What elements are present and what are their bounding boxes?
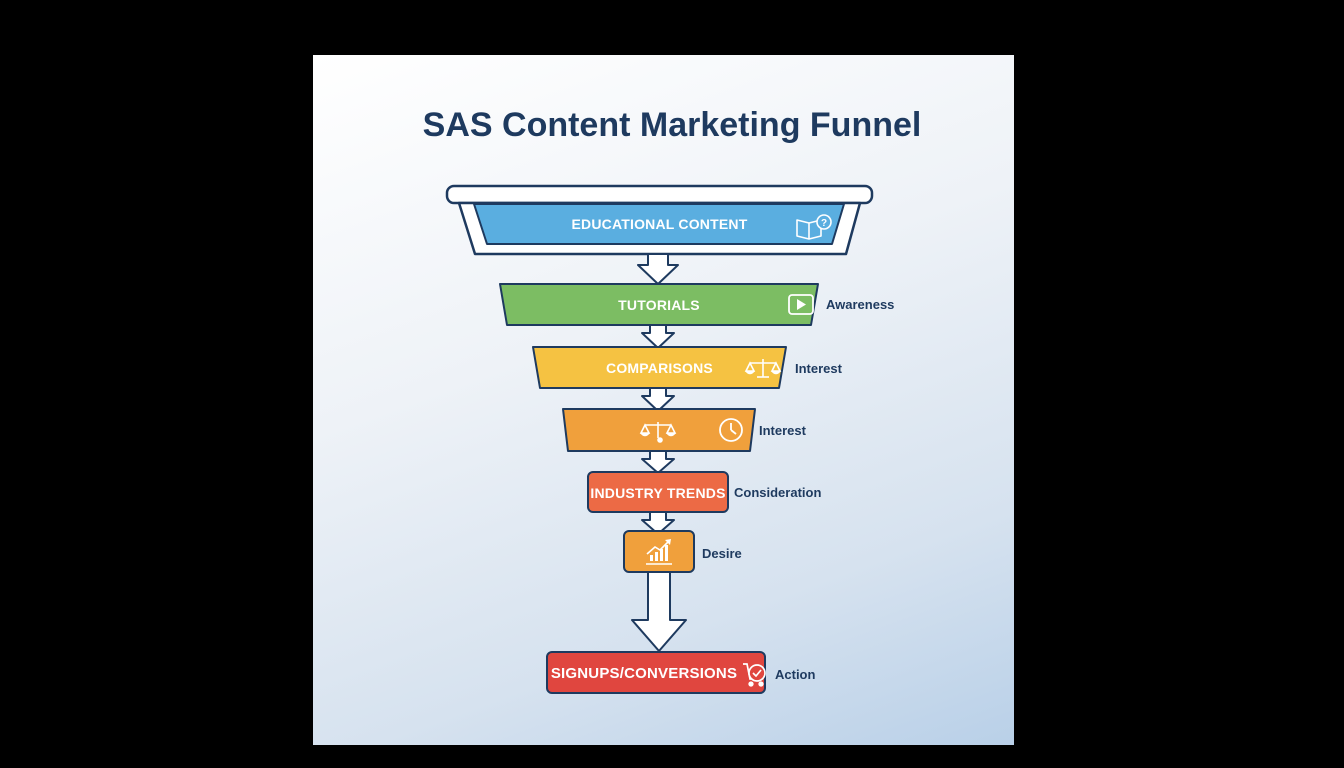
stage-signups-label: SIGNUPS/CONVERSIONS: [550, 665, 738, 682]
side-label-awareness: Awareness: [826, 297, 895, 312]
stage-tutorials-label: TUTORIALS: [618, 297, 700, 313]
video-play-icon: [788, 294, 814, 315]
arrow-down-icon: [637, 253, 679, 285]
clock-icon: [719, 418, 743, 442]
stage-comparisons-shape: [532, 346, 787, 389]
stage-tutorials-shape: [499, 283, 819, 326]
arrow-down-icon: [641, 450, 675, 474]
svg-text:?: ?: [821, 218, 827, 229]
side-label-interest: Interest: [795, 361, 842, 376]
cart-check-icon: [743, 663, 766, 687]
side-label-desire: Desire: [702, 546, 742, 561]
stage-educational-shape: [473, 203, 845, 245]
arrow-down-icon: [641, 324, 675, 349]
stage-educational-label: EDUCATIONAL CONTENT: [571, 216, 748, 232]
balance-scale-icon: [744, 359, 782, 378]
side-label-action: Action: [775, 667, 816, 682]
side-label-interest-2: Interest: [759, 423, 806, 438]
arrow-down-icon: [641, 511, 675, 535]
stage-desire-shape: [623, 530, 695, 573]
stage-comparisons-label: COMPARISONS: [606, 360, 713, 376]
book-question-icon: ?: [796, 214, 832, 240]
funnel-rim: [445, 184, 874, 205]
page-title: SAS Content Marketing Funnel: [422, 106, 922, 144]
arrow-down-long-icon: [631, 571, 687, 652]
stage-industry-trends-label: INDUSTRY TRENDS: [590, 485, 726, 501]
arrow-down-icon: [641, 387, 675, 412]
growth-chart-icon: [646, 539, 672, 565]
stage-interest-shape: [562, 408, 756, 452]
side-label-consideration: Consideration: [734, 485, 822, 500]
scale-icon: [639, 422, 677, 443]
